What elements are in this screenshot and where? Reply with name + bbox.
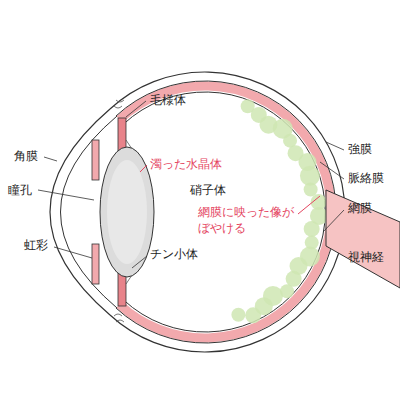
part-label: 瞳孔 [8,183,32,199]
optic-nerve [326,190,400,288]
part-label: 毛様体 [150,93,186,109]
part-label: 脈絡膜 [348,171,384,187]
part-label: チン小体 [150,247,198,263]
part-label: 虹彩 [24,238,48,254]
part-label: 強膜 [348,142,372,158]
leader-lines [38,101,344,268]
part-label: 網膜に映った像がぼやける [198,205,298,236]
blur-blob [304,221,320,237]
lens-core [107,160,147,264]
iris [92,140,99,180]
blur-blob [245,307,261,323]
part-label: 濁った水晶体 [150,157,222,173]
part-label: 角膜 [14,149,38,165]
part-label: 視神経 [348,250,384,266]
part-label: 硝子体 [190,183,226,199]
iris [92,244,99,284]
lens [100,147,154,277]
part-label: 網膜 [348,201,372,217]
blur-blob [231,308,245,322]
blur-blob [304,183,318,197]
